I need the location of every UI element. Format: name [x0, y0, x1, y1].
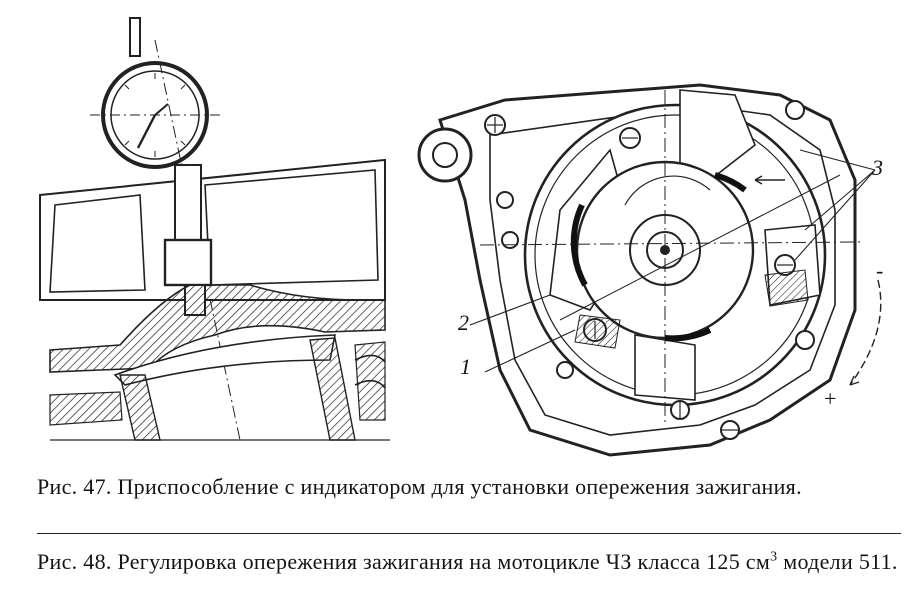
direction-mark-plus: + — [824, 386, 837, 411]
direction-mark-minus: - — [876, 258, 884, 283]
callout-label-2: 2 — [458, 310, 469, 335]
caption-divider — [37, 533, 901, 534]
figures-area: 1 2 3 - + — [39, 17, 884, 457]
dial-indicator-drawing — [39, 17, 390, 441]
figure-48-caption-text: Рис. 48. Регулировка опережения зажигани… — [37, 549, 771, 574]
callout-label-1: 1 — [460, 354, 471, 379]
figure-48-caption-end: модели 511. — [777, 549, 898, 574]
figure-47-caption: Рис. 47. Приспособление с индикатором дл… — [37, 474, 802, 499]
magneto-plate-drawing — [417, 83, 882, 457]
figure-48-caption: Рис. 48. Регулировка опережения зажигани… — [37, 549, 901, 575]
callout-label-3: 3 — [872, 155, 883, 180]
cubic-superscript: 3 — [770, 549, 778, 565]
